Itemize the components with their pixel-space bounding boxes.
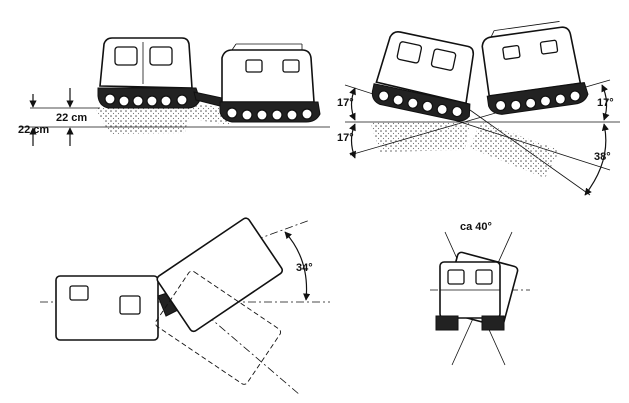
pitch-angle-lower-label: 17° — [337, 132, 354, 144]
yaw-angle-label: 34° — [296, 262, 313, 274]
yaw-rear-unit — [156, 217, 284, 333]
total-pitch-angle-label: 38° — [594, 151, 611, 163]
pitch-view-panel: 17° 17° 17° 38° — [337, 21, 620, 196]
front-unit-window-left — [114, 46, 138, 66]
articulation-joint — [193, 91, 223, 107]
yaw-arc — [284, 231, 311, 301]
rear-unit-window-left — [245, 59, 263, 73]
pitch-angle-upper-label: 17° — [337, 97, 354, 109]
pitch-ghost-rear — [470, 122, 560, 178]
rear-unit-window-right — [282, 59, 300, 73]
ground-clearance-upper-label: 22 cm — [56, 112, 87, 124]
ghost-position-front — [95, 108, 190, 134]
rear-unit — [219, 43, 321, 123]
pitch-arc-lower — [349, 123, 357, 159]
pitch-arc-upper — [348, 87, 356, 121]
pitch-arc-right — [601, 84, 610, 121]
pitch-rear-unit — [481, 21, 589, 115]
pitch-angle-right-label: 17° — [597, 97, 614, 109]
roll-angle-label: ca 40° — [460, 221, 492, 233]
pitch-arc-total — [584, 123, 609, 196]
yaw-ghost-rear-unit — [155, 270, 281, 385]
front-unit — [97, 37, 201, 109]
yaw-front-unit — [55, 275, 159, 341]
yaw-view-panel: 34° — [40, 217, 330, 396]
side-view-panel: 22 cm 22 cm — [18, 37, 330, 146]
pitch-ghost-front — [370, 122, 470, 152]
ground-clearance-lower-label: 22 cm — [18, 124, 49, 136]
pitch-front-unit — [371, 31, 475, 122]
roll-front-unit — [435, 261, 505, 331]
roll-view-panel: ca 40° — [430, 221, 530, 366]
front-unit-window-right — [149, 46, 173, 66]
